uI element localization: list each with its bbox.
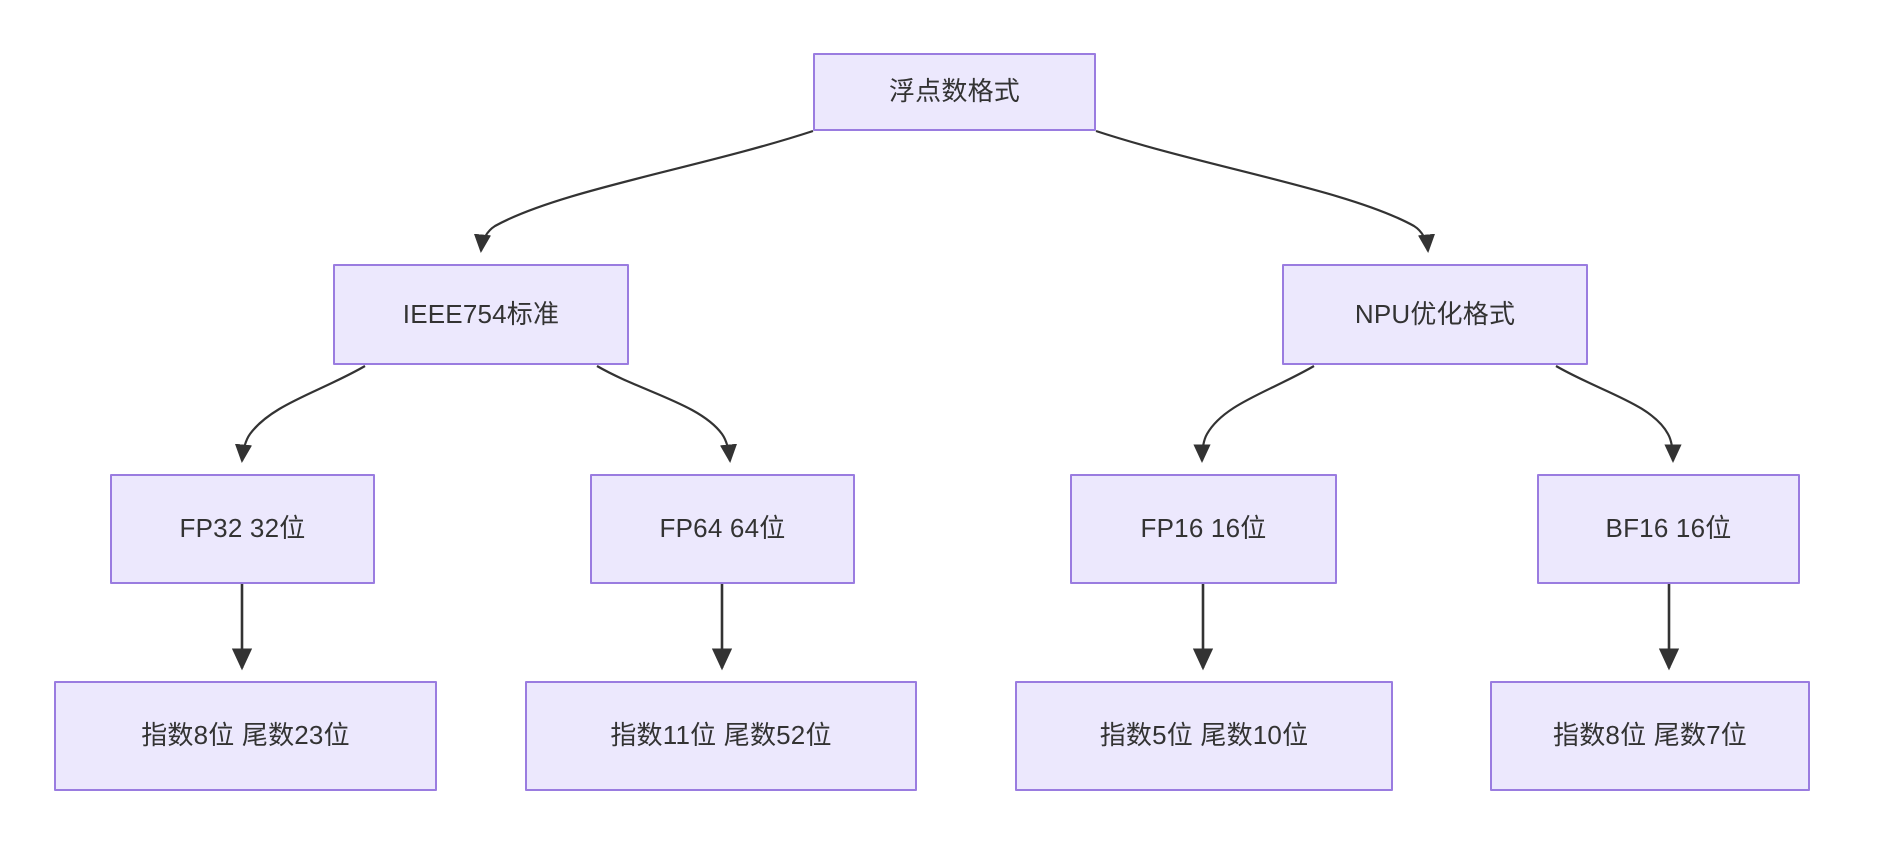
node-fp16-bits[interactable]: 指数5位 尾数10位	[1015, 681, 1393, 791]
node-fp64-bits-label: 指数11位 尾数52位	[610, 720, 832, 751]
node-fp64[interactable]: FP64 64位	[590, 474, 855, 584]
edge-ieee754-to-fp32	[234, 365, 366, 463]
node-ieee754[interactable]: IEEE754标准	[333, 264, 629, 365]
node-fp16[interactable]: FP16 16位	[1070, 474, 1337, 584]
node-bf16-label: BF16 16位	[1605, 513, 1732, 544]
node-npu[interactable]: NPU优化格式	[1282, 264, 1588, 365]
edge-npu-to-bf16	[1555, 365, 1682, 463]
node-ieee754-label: IEEE754标准	[402, 298, 560, 329]
edge-root-to-npu	[1095, 129, 1436, 253]
node-root[interactable]: 浮点数格式	[813, 53, 1096, 131]
node-fp32-bits[interactable]: 指数8位 尾数23位	[54, 681, 437, 791]
node-bf16-bits-label: 指数8位 尾数7位	[1553, 720, 1747, 751]
node-fp32[interactable]: FP32 32位	[110, 474, 375, 584]
node-bf16[interactable]: BF16 16位	[1537, 474, 1800, 584]
node-root-label: 浮点数格式	[888, 76, 1020, 107]
node-bf16-bits[interactable]: 指数8位 尾数7位	[1490, 681, 1810, 791]
node-fp32-label: FP32 32位	[179, 513, 306, 544]
edge-root-to-ieee754	[473, 129, 814, 253]
edge-npu-to-fp16	[1193, 365, 1315, 463]
node-fp64-bits[interactable]: 指数11位 尾数52位	[525, 681, 917, 791]
node-fp16-bits-label: 指数5位 尾数10位	[1099, 720, 1309, 751]
node-fp32-bits-label: 指数8位 尾数23位	[141, 720, 350, 751]
node-fp16-label: FP16 16位	[1140, 513, 1267, 544]
node-npu-label: NPU优化格式	[1354, 298, 1516, 329]
node-fp64-label: FP64 64位	[659, 513, 786, 544]
edge-ieee754-to-fp64	[596, 365, 738, 463]
